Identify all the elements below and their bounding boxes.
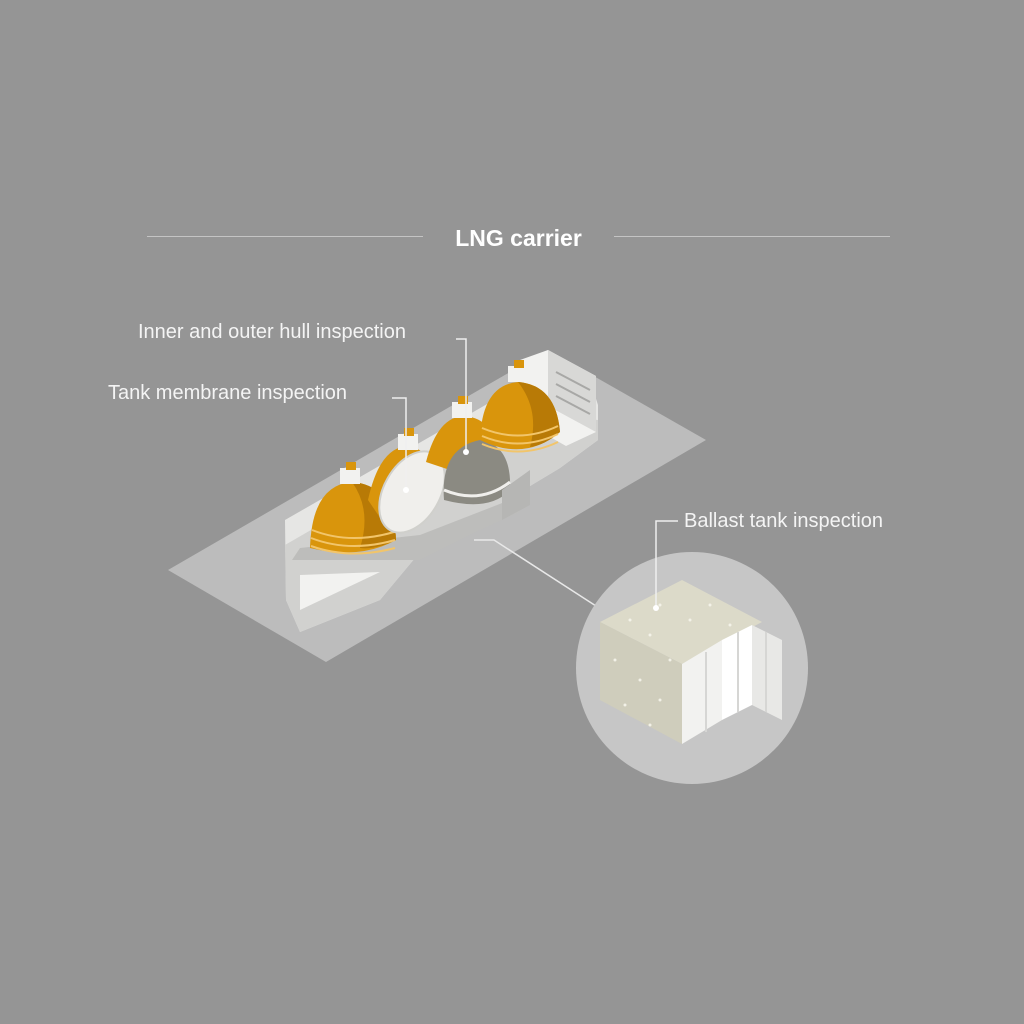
ballast-leader-dot (653, 605, 659, 611)
membrane-leader-line (392, 397, 407, 488)
membrane-leader-dot (403, 487, 409, 493)
title-divider-left (147, 236, 423, 237)
diagram-title: LNG carrier (455, 225, 582, 251)
ballast-leader-line (655, 520, 678, 606)
hull-leader-line (456, 338, 467, 450)
zoom-connector (474, 539, 597, 607)
tank-2-membrane (368, 428, 446, 534)
title-row: LNG carrier (0, 222, 1024, 254)
tank-4 (480, 360, 560, 453)
tank-3-hull (426, 396, 511, 505)
hull-leader-dot (463, 449, 469, 455)
title-divider-right (614, 236, 890, 237)
hull-cutaway (502, 470, 530, 520)
ballast-zoom-circle (576, 552, 808, 784)
label-hull-inspection: Inner and outer hull inspection (138, 321, 406, 343)
label-ballast-tank-inspection: Ballast tank inspection (684, 510, 884, 532)
label-tank-membrane-inspection: Tank membrane inspection (108, 382, 348, 404)
